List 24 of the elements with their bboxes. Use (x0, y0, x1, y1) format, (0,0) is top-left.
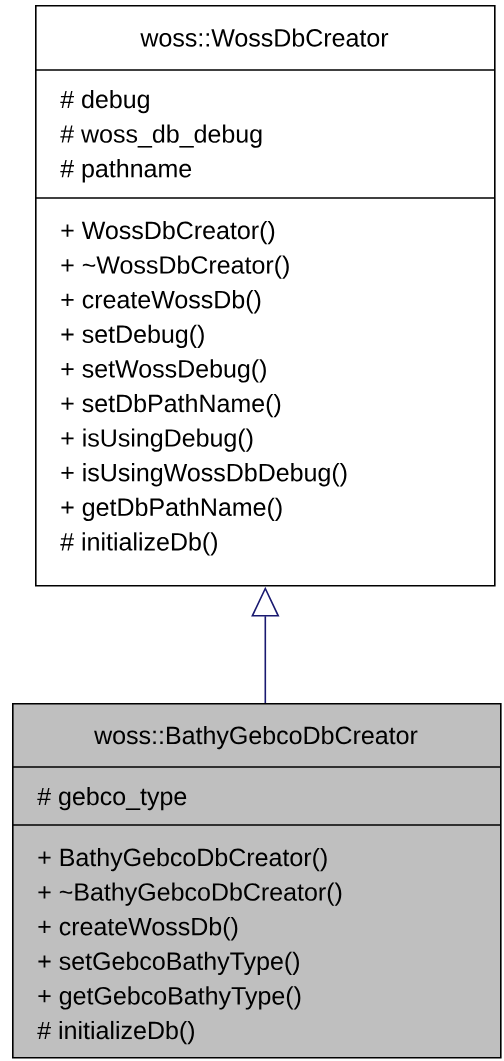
method-text: + getGebcoBathyType() (38, 986, 301, 1010)
method-text: + BathyGebcoDbCreator() (38, 847, 327, 872)
method-text: + isUsingDebug() (61, 428, 253, 452)
method-text: + setGebcoBathyType() (38, 951, 299, 975)
method-text: + WossDbCreator() (61, 220, 275, 245)
class-box (34, 5, 496, 587)
method-text: + ~BathyGebcoDbCreator() (38, 882, 342, 906)
attribute-text: # debug (60, 89, 149, 114)
method-text: + createWossDb() (61, 290, 261, 314)
attribute-text: # gebco_type (37, 786, 187, 811)
method-text: # initializeDb() (37, 1020, 194, 1045)
method-text: + ~WossDbCreator() (61, 255, 289, 279)
class-name: woss::WossDbCreator (140, 28, 389, 47)
class-box (11, 703, 502, 1059)
method-text: + isUsingWossDbDebug() (61, 463, 347, 487)
method-text: + getDbPathName() (61, 497, 282, 521)
attribute-text: # woss_db_debug (60, 124, 262, 148)
method-text: + setDebug() (61, 324, 204, 348)
method-text: # initializeDb() (60, 532, 217, 556)
class-name: woss::BathyGebcoDbCreator (94, 725, 418, 750)
method-text: + setDbPathName() (61, 393, 281, 418)
method-text: + createWossDb() (38, 917, 238, 941)
method-text: + setWossDebug() (61, 359, 266, 383)
attribute-text: # pathname (60, 159, 192, 183)
